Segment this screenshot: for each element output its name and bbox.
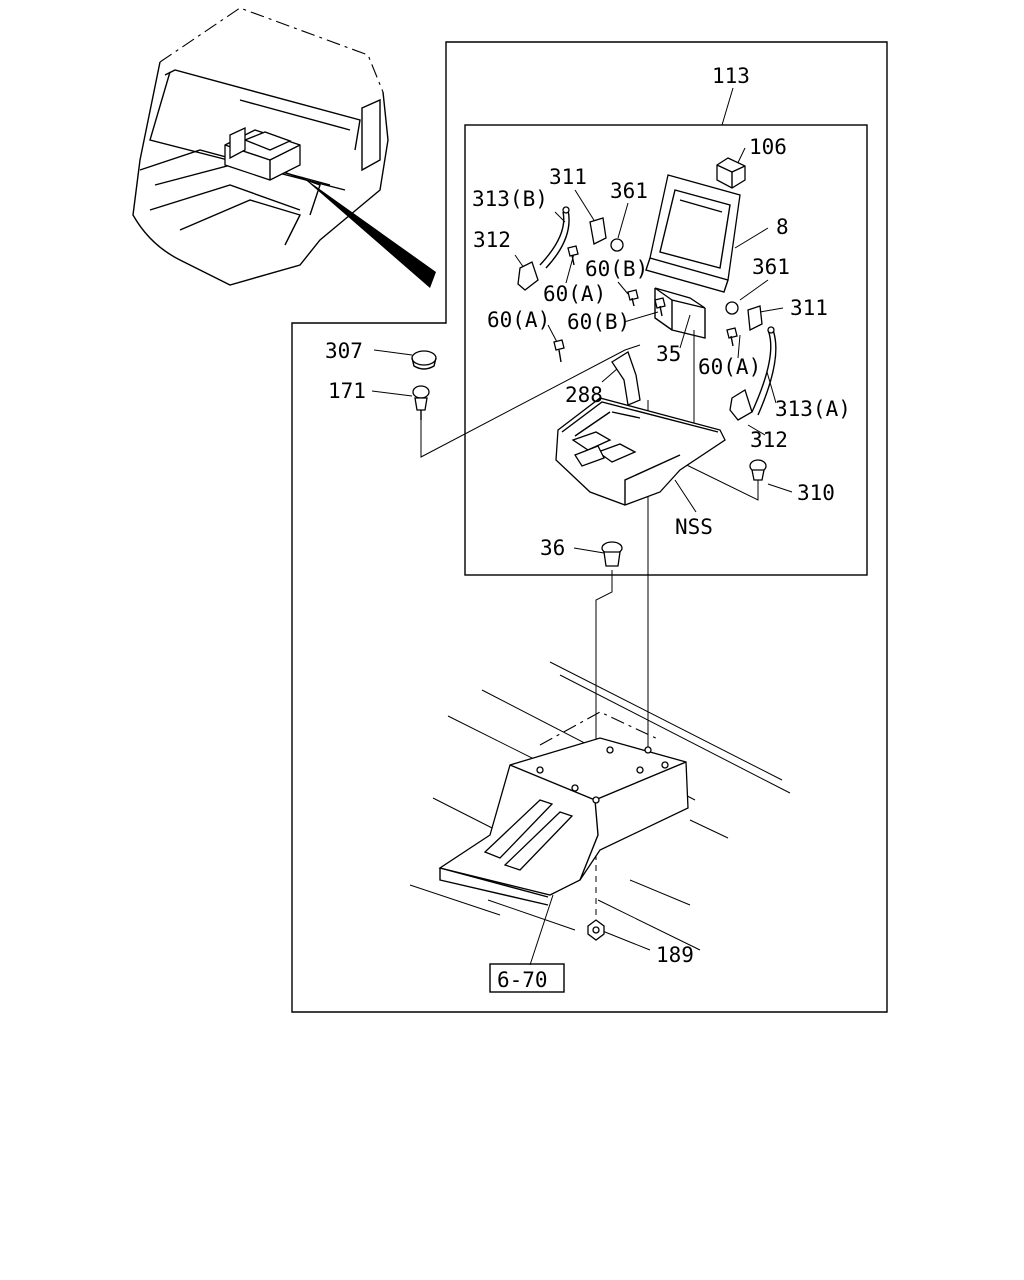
parts-upper bbox=[411, 157, 777, 941]
nss-console-housing bbox=[555, 397, 726, 506]
label-106: 106 bbox=[749, 135, 787, 159]
label-288: 288 bbox=[565, 383, 603, 407]
label-36: 36 bbox=[540, 536, 565, 560]
floor-console bbox=[409, 661, 791, 951]
label-189: 189 bbox=[656, 943, 694, 967]
label-60a-upper: 60(A) bbox=[543, 282, 606, 306]
label-361-right: 361 bbox=[752, 255, 790, 279]
label-313a: 313(A) bbox=[775, 397, 851, 421]
label-60a-left: 60(A) bbox=[487, 308, 550, 332]
outer-frame bbox=[291, 41, 888, 1013]
reference-box-6-70 bbox=[489, 963, 565, 993]
label-312-left: 312 bbox=[473, 228, 511, 252]
label-6-70: 6-70 bbox=[497, 968, 548, 992]
label-nss: NSS bbox=[675, 515, 713, 539]
label-307: 307 bbox=[325, 339, 363, 363]
label-361-left: 361 bbox=[610, 179, 648, 203]
label-60a-right: 60(A) bbox=[698, 355, 761, 379]
leader-lines bbox=[371, 87, 793, 966]
inner-frame-113 bbox=[464, 124, 868, 576]
label-113: 113 bbox=[712, 64, 750, 88]
part-labels: 113 106 311 361 313(B) 8 312 60(B) 361 6… bbox=[325, 64, 851, 992]
label-313b: 313(B) bbox=[472, 187, 548, 211]
label-8: 8 bbox=[776, 215, 789, 239]
label-311-right: 311 bbox=[790, 296, 828, 320]
label-310: 310 bbox=[797, 481, 835, 505]
cab-overview-illustration bbox=[132, 7, 436, 288]
label-171: 171 bbox=[328, 379, 366, 403]
label-311-left: 311 bbox=[549, 165, 587, 189]
label-60b-upper: 60(B) bbox=[585, 257, 648, 281]
label-312-right: 312 bbox=[750, 428, 788, 452]
label-35: 35 bbox=[656, 342, 681, 366]
label-60b-lower: 60(B) bbox=[567, 310, 630, 334]
